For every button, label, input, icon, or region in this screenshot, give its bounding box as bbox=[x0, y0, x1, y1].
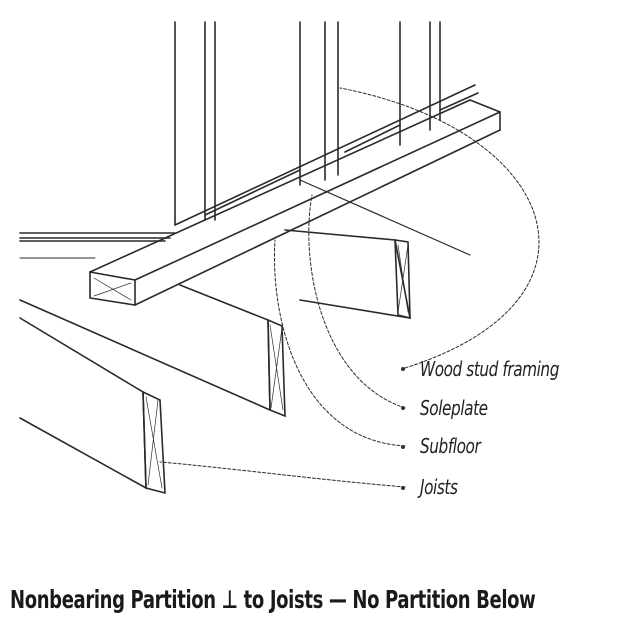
label-soleplate: Soleplate bbox=[420, 396, 488, 420]
bullet-subfloor bbox=[401, 445, 405, 449]
joist-middle bbox=[19, 284, 286, 418]
bullet-wood-stud bbox=[401, 367, 405, 371]
subfloor bbox=[19, 179, 471, 259]
bullet-joists bbox=[401, 486, 405, 490]
joist-back bbox=[284, 229, 412, 320]
wall-studs bbox=[174, 21, 479, 226]
figure-caption: Nonbearing Partition ⊥ to Joists — No Pa… bbox=[10, 585, 536, 614]
label-subfloor: Subfloor bbox=[420, 434, 481, 458]
joist-front bbox=[19, 317, 166, 495]
bullet-soleplate bbox=[401, 406, 405, 410]
label-wood-stud-framing: Wood stud framing bbox=[420, 357, 560, 381]
soleplate bbox=[89, 99, 501, 306]
leader-lines bbox=[159, 87, 540, 488]
label-joists: Joists bbox=[420, 475, 458, 499]
